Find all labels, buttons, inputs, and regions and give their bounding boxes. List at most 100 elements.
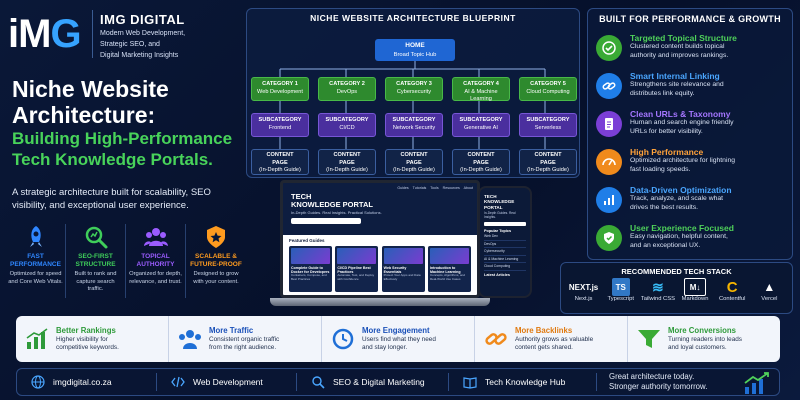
laptop-mockup: Guides Tutorials Tools Resources About T… xyxy=(270,180,490,310)
benefit-desc-line1: Human and search engine friendly xyxy=(630,119,734,126)
content-sub: (In-Depth Guide) xyxy=(527,167,569,173)
content-title-line2: PAGE xyxy=(339,159,355,166)
category-sub: DevOps xyxy=(336,88,358,95)
rocket-icon xyxy=(29,226,42,247)
blueprint-title: NICHE WEBSITE ARCHITECTURE BLUEPRINT xyxy=(310,13,516,23)
tech-stack-item: M↓Markdown xyxy=(677,278,713,302)
feature-title-line1: TOPICAL xyxy=(141,253,170,260)
benefits-panel: BUILT FOR PERFORMANCE & GROWTH Targeted … xyxy=(587,8,793,260)
result-title: Better Rankings xyxy=(56,326,116,335)
phone-topic-item[interactable]: Web Dev xyxy=(484,233,526,241)
benefit-desc-line1: Track, analyze, and scale what xyxy=(630,195,724,202)
result-desc-line2: competitive keywords. xyxy=(56,344,119,351)
phone-topic-item[interactable]: Cybersecurity xyxy=(484,248,526,256)
guide-desc: Automate, Test, and Deploy with Confiden… xyxy=(337,273,375,281)
category-title: CATEGORY 5 xyxy=(530,81,566,87)
portal-search-input[interactable] xyxy=(291,218,361,224)
phone-search-input[interactable] xyxy=(484,222,526,227)
brand-text: IMG DIGITAL Modern Web Development, Stra… xyxy=(100,6,185,60)
search-icon xyxy=(312,376,325,389)
category-title: CATEGORY 3 xyxy=(396,81,432,87)
content-sub: (In-Depth Guide) xyxy=(326,167,368,173)
content-title-line2: PAGE xyxy=(272,159,288,166)
guide-thumbnail xyxy=(337,248,377,264)
content-title-line2: PAGE xyxy=(473,159,489,166)
footer-seo[interactable]: SEO & Digital Marketing xyxy=(297,373,449,391)
benefit-desc-line1: Optimized architecture for lightning xyxy=(630,157,736,164)
target-icon xyxy=(596,35,622,61)
phone-topic-item[interactable]: DevOps xyxy=(484,241,526,249)
headline-line2: Architecture: xyxy=(12,102,156,128)
feature-desc: Optimized for speed and Core Web Vitals. xyxy=(8,271,63,285)
headline-description: A strategic architecture built for scala… xyxy=(12,187,211,211)
content-sub: (In-Depth Guide) xyxy=(259,167,301,173)
benefit-desc-line2: drives the best results. xyxy=(630,203,698,211)
footer-hub[interactable]: Tech Knowledge Hub xyxy=(449,373,597,391)
footer-seo-text: SEO & Digital Marketing xyxy=(333,377,425,387)
benefit-desc-line1: Easy navigation, helpful content, xyxy=(630,233,728,240)
feature-title-line2: PERFORMANCE xyxy=(10,261,61,268)
guide-thumbnail xyxy=(291,248,330,264)
subcategory-title: SUBCATEGORY xyxy=(258,117,302,123)
benefit-title: Data-Driven Optimization xyxy=(630,185,732,195)
footer-website-link[interactable]: imgdigital.co.za xyxy=(17,373,157,391)
benefit-desc-line2: URLs for better visibility. xyxy=(630,127,703,135)
portal-nav[interactable]: Guides Tutorials Tools Resources About xyxy=(397,186,473,190)
content-title-line1: CONTENT xyxy=(534,152,562,158)
category-title: CATEGORY 2 xyxy=(329,81,365,87)
tech-stack-item: ≋Tailwind CSS xyxy=(640,278,676,303)
result-title: More Conversions xyxy=(668,326,737,335)
img-logo[interactable]: iMG xyxy=(8,6,90,62)
guide-title: Introduction to Machine Learning xyxy=(429,266,461,275)
shield-star-icon xyxy=(207,226,225,248)
footer-web-dev[interactable]: Web Development xyxy=(157,373,297,391)
footer-tagline-line2: Stronger authority tomorrow. xyxy=(609,382,708,391)
code-icon xyxy=(171,376,185,388)
result-desc-line2: content gets shared. xyxy=(515,344,573,351)
featured-guides: Featured Guides Complete Guide to Docker… xyxy=(283,235,477,295)
home-node-sub: Broad Topic Hub xyxy=(393,52,437,58)
tech-stack-label: Markdown xyxy=(681,296,709,302)
footer-tagline: Great architecture today. Stronger autho… xyxy=(597,372,707,392)
benefit-desc-line2: and an exceptional UX. xyxy=(630,241,701,249)
benefit-desc-line1: Clustered content builds topical xyxy=(630,43,725,50)
home-node[interactable]: HOME Broad Topic Hub xyxy=(375,39,455,61)
brand-tagline-line1: Modern Web Development, xyxy=(100,30,186,37)
feature-fast-performance: FAST PERFORMANCE Optimized for speed and… xyxy=(6,224,66,298)
tech-stack-item: ▲Vercel xyxy=(751,278,787,302)
feature-topical-authority: TOPICAL AUTHORITY Organized for depth, r… xyxy=(126,224,186,298)
content-title-line1: CONTENT xyxy=(400,152,428,158)
category-sub: Cloud Computing xyxy=(526,88,570,95)
subcategory-sub: CI/CD xyxy=(339,124,355,131)
phone-topic-item[interactable]: Cloud Computing xyxy=(484,263,526,271)
category-sub: Cybersecurity xyxy=(396,88,432,95)
chain-link-icon xyxy=(485,333,507,345)
phone-topic-item[interactable]: AI & Machine Learning xyxy=(484,256,526,264)
